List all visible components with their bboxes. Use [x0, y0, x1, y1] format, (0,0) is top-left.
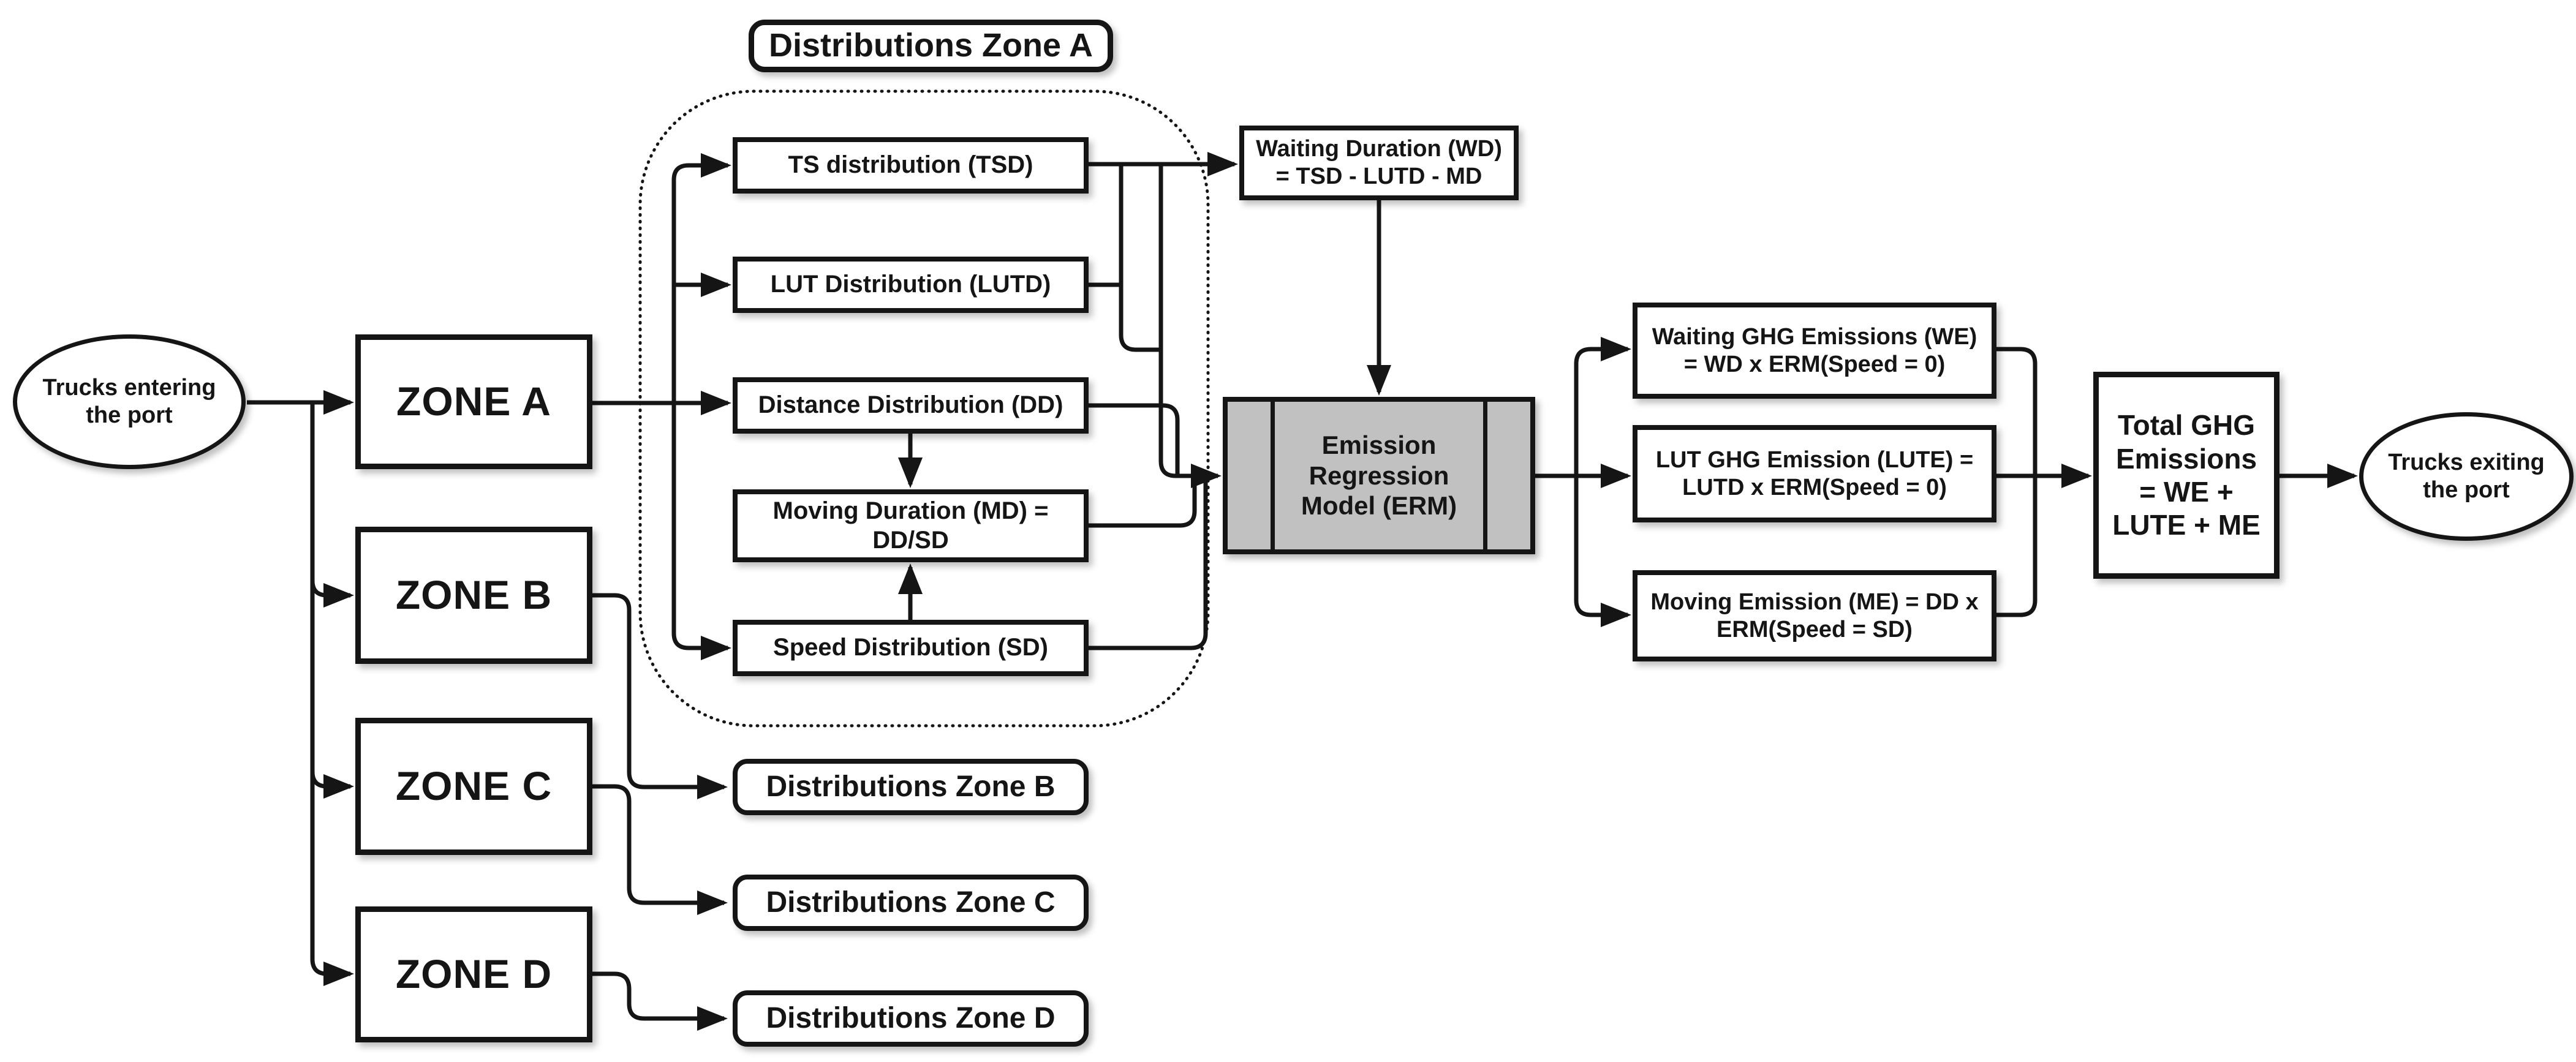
dd-box: Distance Distribution (DD): [733, 377, 1089, 434]
zone-a-distributions-container: [638, 89, 1210, 728]
connector-drop-to-zone-c: [310, 771, 354, 799]
connector-we-merge: [1996, 347, 2038, 476]
connector-me-merge: [1996, 476, 2038, 617]
connector-v1-bus: [1119, 164, 1161, 352]
lute-box: LUT GHG Emission (LUTE) = LUTD x ERM(Spe…: [1633, 425, 1996, 522]
wd-box: Waiting Duration (WD) = TSD - LUTD - MD: [1239, 126, 1519, 200]
zone-a-label: ZONE A: [396, 378, 551, 424]
connector-bus-to-sd: [671, 403, 731, 660]
zone-c-label: ZONE C: [395, 763, 553, 809]
distributions-zone-b-label: Distributions Zone B: [766, 770, 1056, 803]
zone-a-distributions-title-label: Distributions Zone A: [769, 27, 1093, 64]
connector-erm-to-we: [1574, 337, 1631, 476]
total-label: Total GHG Emissions = WE + LUTE + ME: [2112, 409, 2261, 541]
md-box: Moving Duration (MD) = DD/SD: [733, 489, 1089, 562]
zone-c-box: ZONE C: [355, 718, 592, 855]
entry-terminal: Trucks entering the port: [13, 334, 246, 469]
we-box: Waiting GHG Emissions (WE) = WD x ERM(Sp…: [1633, 303, 1996, 399]
me-box: Moving Emission (ME) = DD x ERM(Speed = …: [1633, 570, 1996, 661]
tsd-label: TS distribution (TSD): [788, 151, 1033, 179]
distributions-zone-c-box: Distributions Zone C: [733, 875, 1089, 931]
connector-dd-to-erm: [1089, 403, 1180, 476]
lutd-label: LUT Distribution (LUTD): [770, 271, 1051, 298]
erm-left-bar: [1271, 402, 1275, 549]
dd-label: Distance Distribution (DD): [758, 391, 1063, 419]
zone-b-box: ZONE B: [355, 527, 592, 664]
distributions-zone-d-label: Distributions Zone D: [766, 1001, 1056, 1034]
zone-d-box: ZONE D: [355, 906, 592, 1042]
connector-entry-drop-to-zone-d: [310, 402, 354, 986]
zone-a-distributions-title: Distributions Zone A: [749, 20, 1113, 72]
wd-label: Waiting Duration (WD) = TSD - LUTD - MD: [1256, 136, 1502, 189]
lute-label: LUT GHG Emission (LUTE) = LUTD x ERM(Spe…: [1655, 446, 1974, 500]
erm-box: Emission Regression Model (ERM): [1223, 397, 1535, 554]
zone-a-box: ZONE A: [355, 334, 592, 469]
erm-label: Emission Regression Model (ERM): [1301, 431, 1457, 521]
sd-box: Speed Distribution (SD): [733, 620, 1089, 676]
connector-zone-c-to-dzc: [592, 784, 728, 915]
tsd-box: TS distribution (TSD): [733, 137, 1089, 194]
zone-d-label: ZONE D: [395, 951, 553, 997]
we-label: Waiting GHG Emissions (WE) = WD x ERM(Sp…: [1652, 323, 1977, 377]
connector-zone-b-to-dzb: [592, 593, 728, 799]
me-label: Moving Emission (ME) = DD x ERM(Speed = …: [1650, 589, 1979, 642]
total-box: Total GHG Emissions = WE + LUTE + ME: [2093, 372, 2279, 579]
distributions-zone-b-box: Distributions Zone B: [733, 759, 1089, 815]
distributions-zone-c-label: Distributions Zone C: [766, 886, 1056, 919]
connector-drop-to-zone-b: [310, 580, 354, 608]
connector-bus-to-tsd: [671, 153, 731, 403]
connector-md-to-erm: [1089, 476, 1197, 528]
connector-zone-d-to-dzd: [592, 971, 728, 1031]
connector-sd-to-erm: [1089, 476, 1208, 650]
md-label: Moving Duration (MD) = DD/SD: [772, 497, 1049, 554]
zone-b-label: ZONE B: [395, 572, 553, 618]
entry-terminal-label: Trucks entering the port: [42, 375, 216, 428]
lutd-box: LUT Distribution (LUTD): [733, 257, 1089, 313]
erm-right-bar: [1483, 402, 1487, 549]
sd-label: Speed Distribution (SD): [773, 634, 1048, 661]
distributions-zone-d-box: Distributions Zone D: [733, 990, 1089, 1047]
exit-terminal-label: Trucks exiting the port: [2388, 450, 2545, 503]
exit-terminal: Trucks exiting the port: [2359, 412, 2574, 541]
connector-erm-to-me: [1574, 476, 1631, 627]
